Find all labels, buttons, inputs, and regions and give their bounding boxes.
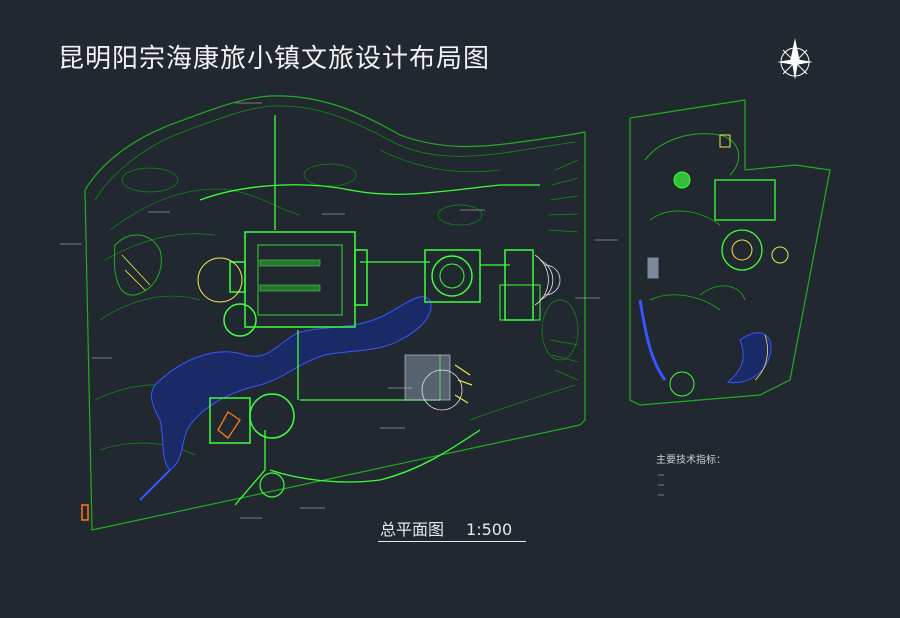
south-pavilion — [209, 393, 295, 498]
lake — [150, 296, 432, 471]
plan-caption: 总平面图 1:500 — [380, 516, 512, 540]
plan-caption-text: 总平面图 — [380, 520, 445, 539]
north-arrow-icon — [777, 38, 813, 80]
grid-plaza — [404, 354, 473, 411]
road-network — [199, 115, 540, 506]
main-site-boundary — [84, 95, 586, 531]
semi-circle-stage — [534, 254, 561, 306]
central-plaza — [197, 231, 368, 337]
caption-underline — [378, 541, 526, 542]
east-site — [629, 99, 831, 406]
central-pavilion — [424, 249, 541, 321]
east-site-boundary — [629, 99, 831, 406]
east-slope — [547, 159, 579, 381]
drawing-title: 昆明阳宗海康旅小镇文旅设计布局图 — [58, 44, 491, 74]
technical-index-lines — [658, 474, 664, 496]
scale-ratio: 1:500 — [466, 520, 513, 539]
stream — [139, 469, 171, 501]
technical-index-label: 主要技术指标： — [656, 455, 726, 466]
main-site — [81, 95, 586, 531]
annotation-marks — [60, 102, 618, 519]
west-garden — [113, 234, 162, 296]
